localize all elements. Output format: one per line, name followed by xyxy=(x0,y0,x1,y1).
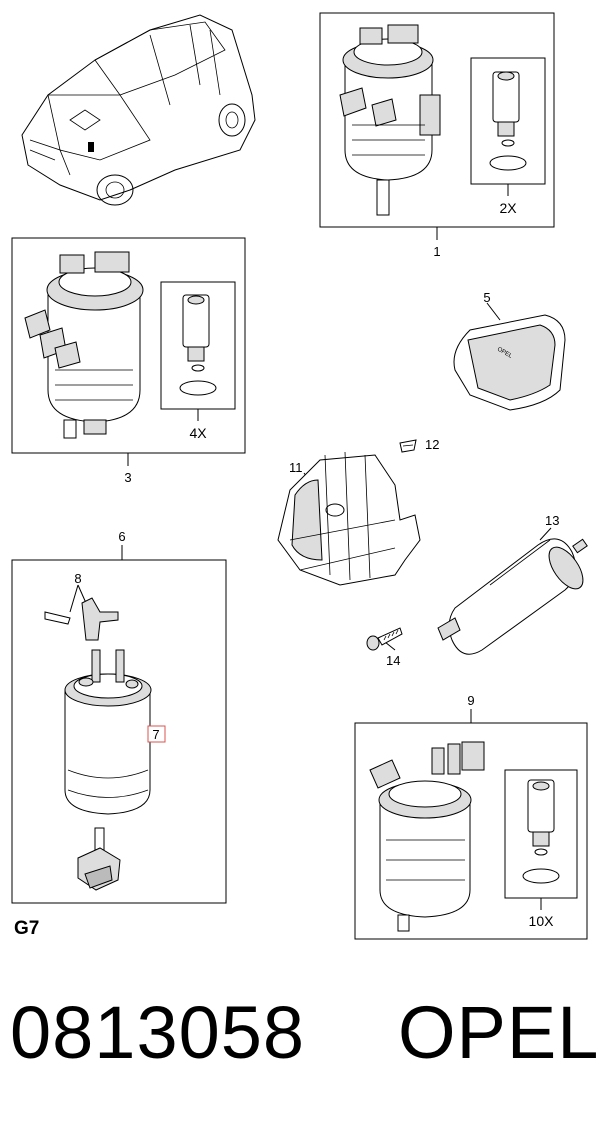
callout-4x: 4X xyxy=(189,425,207,441)
callout-6: 6 xyxy=(118,529,125,544)
bracket-part-11 xyxy=(277,451,421,586)
callout-14: 14 xyxy=(386,653,400,668)
callout-3: 3 xyxy=(124,470,131,485)
callout-7: 7 xyxy=(152,727,159,742)
vehicle-illustration xyxy=(21,14,256,206)
callout-8: 8 xyxy=(74,571,81,586)
callout-1: 1 xyxy=(433,244,440,259)
brand-name: OPEL xyxy=(398,991,600,1074)
callout-2x: 2X xyxy=(499,200,517,216)
assembly-box-3 xyxy=(11,237,246,466)
clip-part-12 xyxy=(399,439,417,453)
callout-10x: 10X xyxy=(529,913,555,929)
cover-part-5: OPEL xyxy=(453,302,566,411)
callout-13: 13 xyxy=(545,513,559,528)
assembly-box-1 xyxy=(319,12,555,240)
part-number: 0813058 xyxy=(10,991,306,1074)
section-code: G7 xyxy=(14,918,40,939)
callout-9: 9 xyxy=(467,693,474,708)
assembly-box-6 xyxy=(11,545,227,904)
callout-5: 5 xyxy=(483,290,490,305)
screw-part-14 xyxy=(366,627,403,651)
inline-filter-part-13 xyxy=(437,527,588,655)
callout-12: 12 xyxy=(425,437,439,452)
callout-11: 11 xyxy=(289,460,303,475)
assembly-box-9 xyxy=(354,709,588,940)
